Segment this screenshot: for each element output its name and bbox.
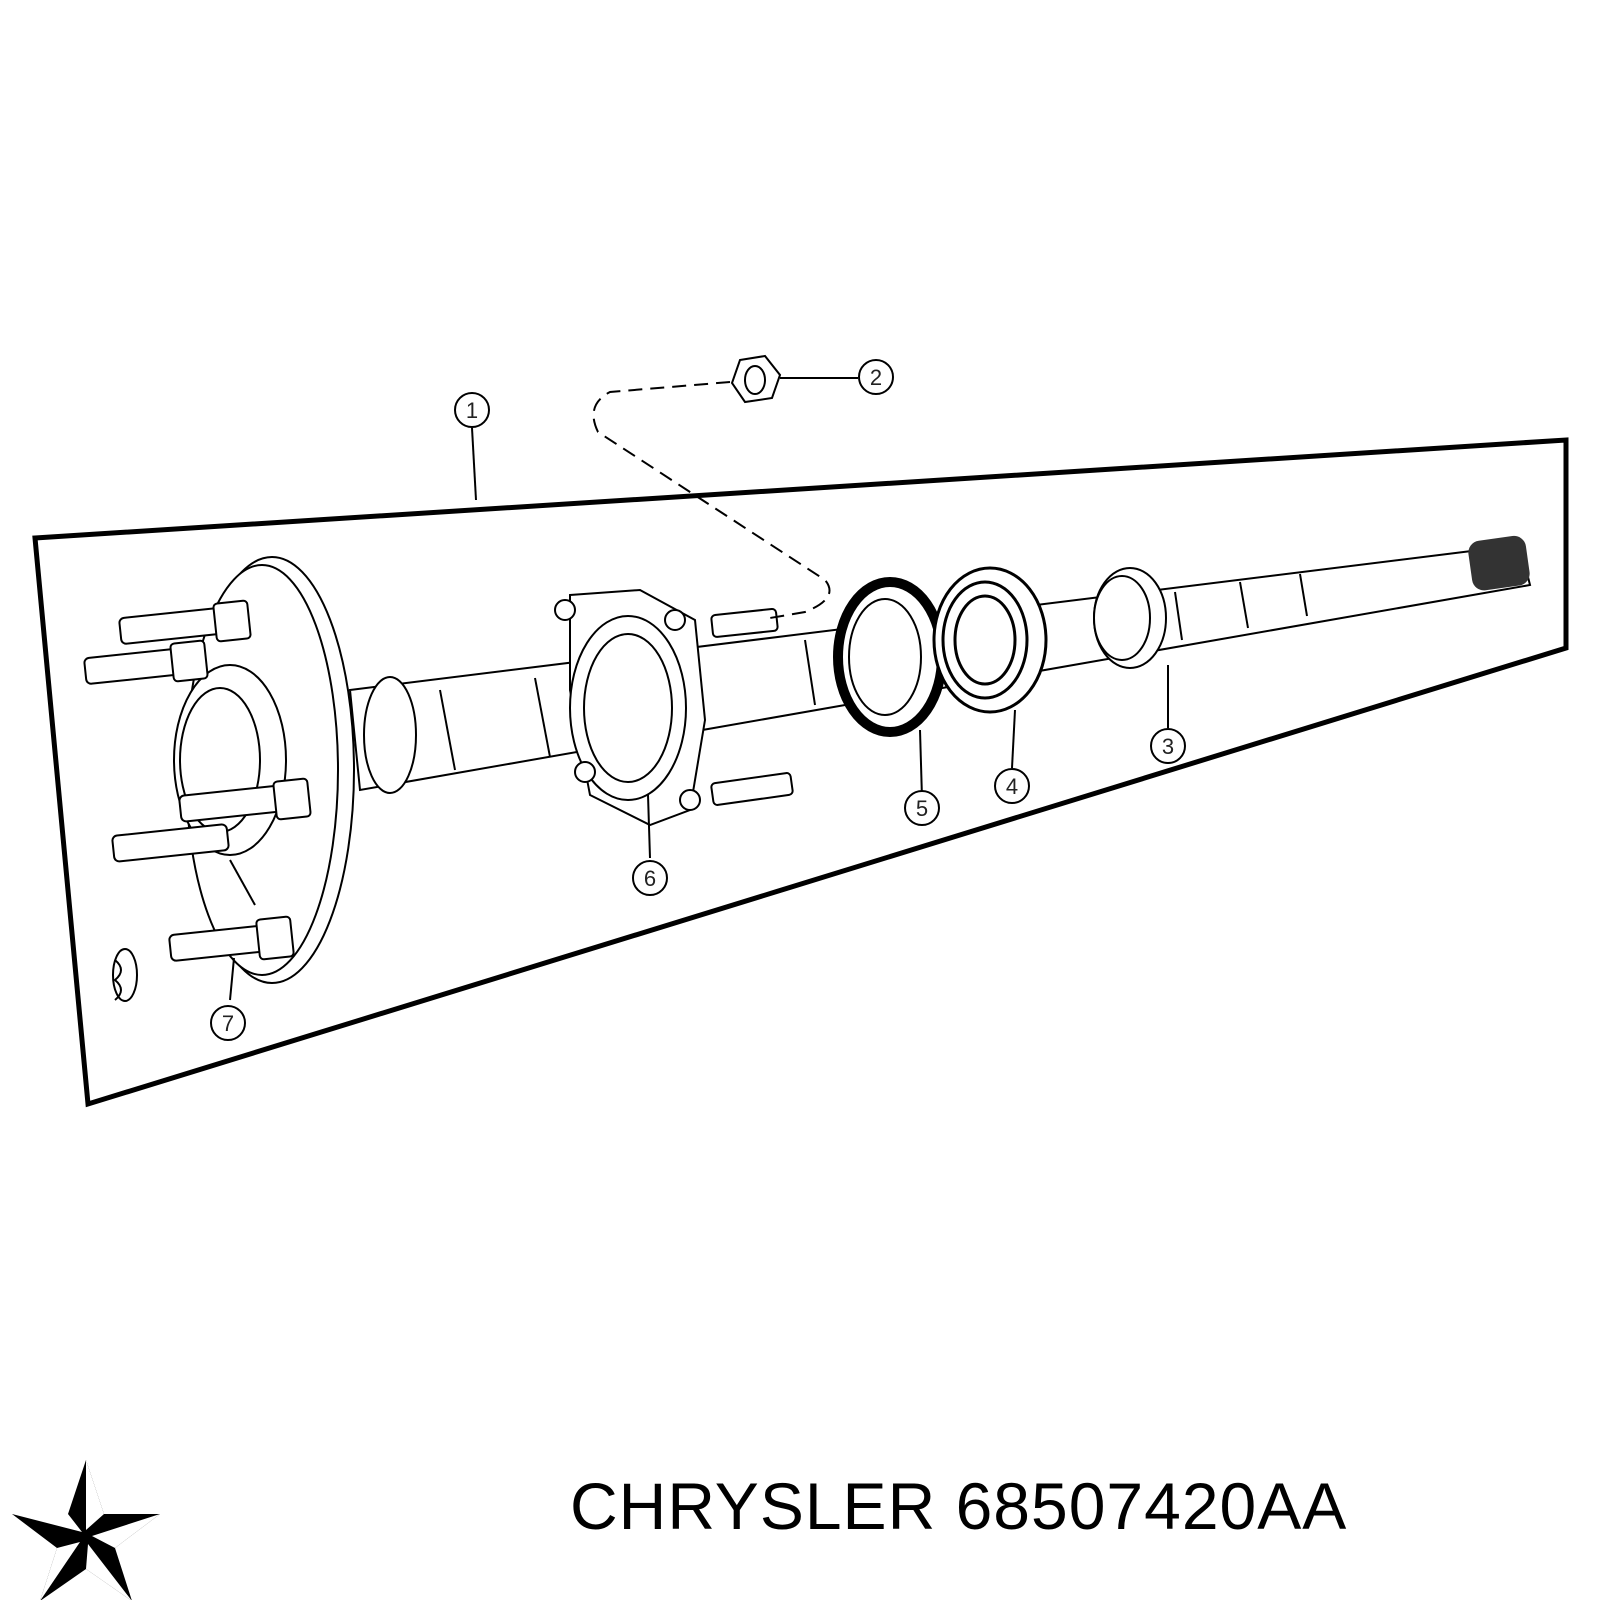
pentastar-icon	[12, 1460, 160, 1600]
callout-2: 2	[858, 359, 894, 395]
leader-lines	[229, 377, 1169, 1001]
retainer-plate	[554, 588, 707, 827]
hub-emblem	[112, 948, 138, 1002]
wheel-stud	[168, 915, 295, 962]
wheel-stud	[118, 599, 252, 645]
axle-bearing	[932, 566, 1048, 714]
plate-bolts	[710, 608, 794, 806]
wheel-stud	[83, 639, 209, 685]
callout-5: 5	[904, 790, 940, 826]
callout-2-label: 2	[870, 365, 882, 390]
retainer-ring	[1093, 567, 1167, 669]
axle-spline-end	[1468, 535, 1530, 591]
callout-6-label: 6	[644, 866, 656, 891]
callout-4: 4	[994, 768, 1030, 804]
wheel-stud	[111, 823, 230, 863]
callout-1: 1	[454, 392, 490, 428]
callout-5-label: 5	[916, 796, 928, 821]
part-number: 68507420AA	[955, 1469, 1348, 1543]
brand-title: CHRYSLER 68507420AA	[570, 1468, 1347, 1544]
callout-7-label: 7	[222, 1011, 234, 1036]
callout-1-label: 1	[466, 398, 478, 423]
callout-7: 7	[210, 1005, 246, 1041]
hub-nut	[730, 354, 782, 404]
callouts: 1 2 3 4 5 6 7	[210, 359, 1186, 1041]
callout-3: 3	[1150, 728, 1186, 764]
brand-name: CHRYSLER	[570, 1469, 937, 1543]
axle-seal	[833, 577, 947, 737]
nut-locator-dashed	[592, 381, 831, 619]
callout-4-label: 4	[1006, 774, 1018, 799]
assembly-frame	[32, 437, 1569, 1108]
wheel-stud	[178, 777, 312, 823]
callout-3-label: 3	[1162, 734, 1174, 759]
callout-6: 6	[632, 860, 668, 896]
wheel-studs	[83, 599, 312, 962]
